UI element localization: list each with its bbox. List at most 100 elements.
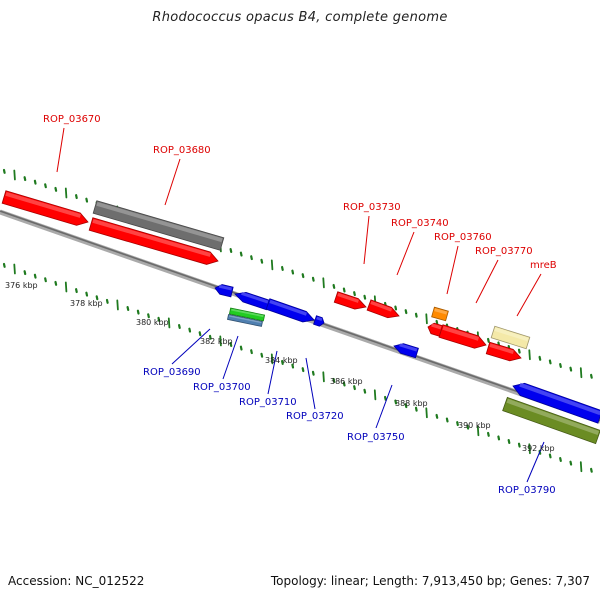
tick-mark xyxy=(528,443,531,455)
tick-mark xyxy=(260,352,264,358)
leader-line xyxy=(305,357,316,410)
tick-mark xyxy=(425,313,428,325)
gene-feature xyxy=(88,217,219,265)
tick-mark xyxy=(322,277,325,289)
gene-feature xyxy=(366,299,400,319)
tick-mark xyxy=(23,270,27,276)
leader-line xyxy=(164,158,181,206)
leader-line xyxy=(222,335,239,380)
tick-mark xyxy=(239,345,243,351)
gene-feature xyxy=(214,284,234,298)
tick-mark xyxy=(2,168,6,174)
tick-mark xyxy=(85,197,89,203)
tick-mark xyxy=(23,176,27,182)
tick-mark xyxy=(384,395,387,401)
tick-mark xyxy=(548,453,552,459)
tick-mark xyxy=(414,312,418,318)
tick-mark xyxy=(136,309,140,315)
gene-label: ROP_03700 xyxy=(193,382,251,393)
scale-label: 386 kbp xyxy=(330,377,363,386)
gene-label: ROP_03720 xyxy=(286,411,344,422)
tick-mark xyxy=(167,317,171,329)
scale-label: 390 kbp xyxy=(458,421,491,430)
gene-feature xyxy=(228,307,266,322)
tick-mark xyxy=(538,355,542,361)
gene-label: ROP_03710 xyxy=(239,397,297,408)
tick-mark xyxy=(229,341,233,347)
tick-mark xyxy=(559,363,562,369)
diagram-title: Rhodococcus opacus B4, complete genome xyxy=(152,10,448,25)
gene-feature xyxy=(490,325,531,350)
gene-label: ROP_03770 xyxy=(475,246,533,257)
tick-mark xyxy=(301,273,305,279)
tick-mark xyxy=(579,461,583,473)
gene-feature xyxy=(227,314,263,327)
tick-track xyxy=(2,168,593,473)
tick-mark xyxy=(2,262,6,268)
genome-summary-text: Topology: linear; Length: 7,913,450 bp; … xyxy=(270,574,590,588)
tick-mark xyxy=(517,348,521,354)
tick-mark xyxy=(466,424,470,430)
gene-feature xyxy=(265,298,315,323)
tick-mark xyxy=(239,251,243,257)
tick-mark xyxy=(44,277,47,283)
tick-mark xyxy=(281,359,284,365)
tick-mark xyxy=(435,319,439,325)
tick-mark xyxy=(569,366,573,372)
tick-mark xyxy=(332,377,336,383)
leader-line xyxy=(267,350,278,395)
tick-mark xyxy=(33,179,37,185)
tick-mark xyxy=(64,281,68,293)
tick-mark xyxy=(250,349,253,355)
tick-mark xyxy=(116,299,119,311)
tick-mark xyxy=(188,327,192,333)
tick-mark xyxy=(291,269,295,275)
tick-mark xyxy=(589,467,593,473)
tick-mark xyxy=(528,349,531,361)
gene-feature xyxy=(234,291,271,311)
leader-line xyxy=(446,245,459,295)
tick-mark xyxy=(250,255,253,261)
tick-mark xyxy=(74,194,78,200)
tick-mark xyxy=(219,335,222,347)
tick-mark xyxy=(126,306,130,312)
gene-label: ROP_03750 xyxy=(347,432,405,443)
scale-label: 382 kbp xyxy=(200,337,233,346)
tick-mark xyxy=(497,435,501,441)
tick-mark xyxy=(363,388,367,394)
tick-mark xyxy=(589,373,593,379)
tick-mark xyxy=(44,183,47,189)
tick-mark xyxy=(373,389,377,401)
tick-mark xyxy=(404,309,408,315)
tick-mark xyxy=(579,367,583,379)
tick-mark xyxy=(229,247,233,253)
tick-mark xyxy=(157,316,161,322)
tick-mark xyxy=(281,265,284,271)
tick-mark xyxy=(13,263,16,275)
leader-line xyxy=(375,384,393,429)
tick-mark xyxy=(487,431,490,437)
tick-mark xyxy=(301,367,305,373)
gene-label: ROP_03670 xyxy=(43,114,101,125)
gene-label: ROP_03730 xyxy=(343,202,401,213)
tick-mark xyxy=(445,417,449,423)
tick-mark xyxy=(13,169,16,181)
tick-mark xyxy=(311,370,315,376)
scale-label: 378 kbp xyxy=(70,299,103,308)
tick-mark xyxy=(517,442,521,448)
tick-mark xyxy=(435,413,439,419)
gene-feature xyxy=(393,343,419,359)
gene-label: ROP_03760 xyxy=(434,232,492,243)
tick-mark xyxy=(54,186,58,192)
leader-line xyxy=(171,328,211,365)
leader-line xyxy=(475,259,499,304)
tick-mark xyxy=(74,288,78,294)
tick-mark xyxy=(548,359,552,365)
tick-mark xyxy=(353,385,356,391)
tick-mark xyxy=(311,276,315,282)
gene-feature xyxy=(512,382,600,424)
tick-mark xyxy=(394,305,398,311)
tick-mark xyxy=(363,294,367,300)
tick-mark xyxy=(332,283,336,289)
gene-feature xyxy=(333,291,367,310)
